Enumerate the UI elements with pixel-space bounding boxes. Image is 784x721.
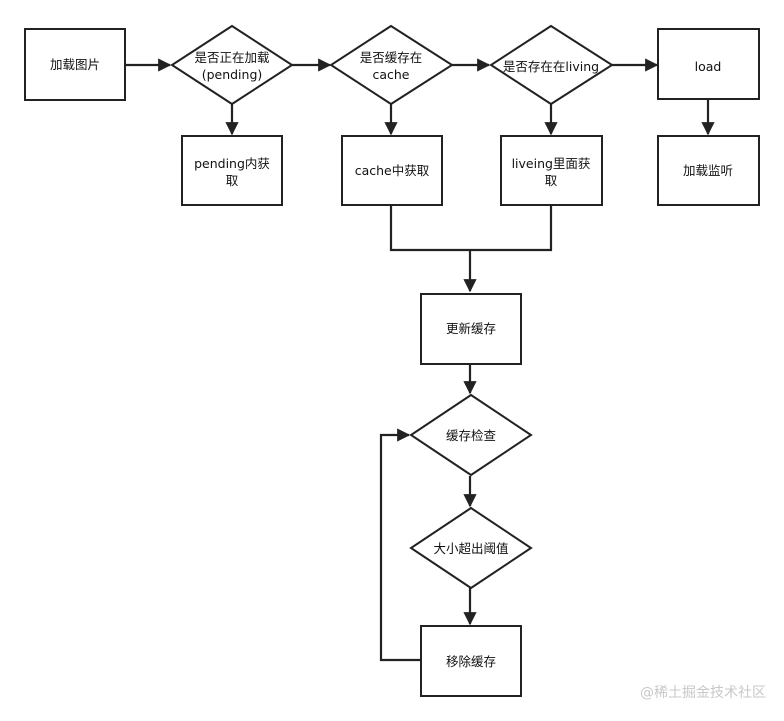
node-load-image: 加载图片 bbox=[24, 28, 126, 101]
node-update-cache-label: 更新缓存 bbox=[446, 321, 496, 336]
node-from-living-label-1: liveing里面获 bbox=[512, 156, 591, 171]
node-cache-check: 缓存检查 bbox=[409, 393, 533, 477]
node-from-pending-label-2: 取 bbox=[226, 173, 239, 188]
node-in-cache: 是否缓存在 cache bbox=[329, 24, 454, 106]
node-update-cache: 更新缓存 bbox=[420, 293, 522, 365]
node-load-listen-label: 加载监听 bbox=[683, 163, 733, 178]
node-is-pending: 是否正在加载 (pending) bbox=[170, 24, 294, 106]
node-from-living: liveing里面获 取 bbox=[500, 135, 603, 206]
node-cache-check-label: 缓存检查 bbox=[446, 428, 497, 443]
edges bbox=[125, 58, 715, 662]
node-load-image-label: 加载图片 bbox=[50, 57, 100, 72]
node-remove-cache: 移除缓存 bbox=[420, 625, 522, 697]
node-from-living-label-2: 取 bbox=[545, 173, 558, 188]
node-is-pending-label-1: 是否正在加载 bbox=[194, 50, 270, 65]
edge-living-merge bbox=[470, 205, 553, 252]
node-from-cache-label: cache中获取 bbox=[355, 163, 430, 178]
node-over-threshold: 大小超出阈值 bbox=[409, 506, 533, 590]
node-load-listen: 加载监听 bbox=[657, 135, 760, 206]
node-in-cache-label-1: 是否缓存在 bbox=[360, 50, 423, 65]
node-in-living-label: 是否存在在living bbox=[503, 59, 599, 74]
node-load-label: load bbox=[695, 59, 722, 74]
node-load: load bbox=[657, 28, 760, 100]
edge-cache-merge bbox=[389, 205, 470, 252]
watermark-text: @稀土掘金技术社区 bbox=[640, 685, 766, 701]
edge-remove-loop-back bbox=[379, 428, 421, 662]
node-in-living: 是否存在在living bbox=[489, 24, 614, 106]
node-from-pending: pending内获 取 bbox=[181, 135, 283, 206]
node-from-pending-label-1: pending内获 bbox=[194, 156, 270, 171]
node-is-pending-label-2: (pending) bbox=[202, 67, 263, 82]
node-in-cache-label-2: cache bbox=[372, 67, 409, 82]
node-remove-cache-label: 移除缓存 bbox=[446, 654, 496, 669]
node-from-cache: cache中获取 bbox=[341, 135, 443, 206]
node-over-threshold-label: 大小超出阈值 bbox=[433, 541, 508, 556]
